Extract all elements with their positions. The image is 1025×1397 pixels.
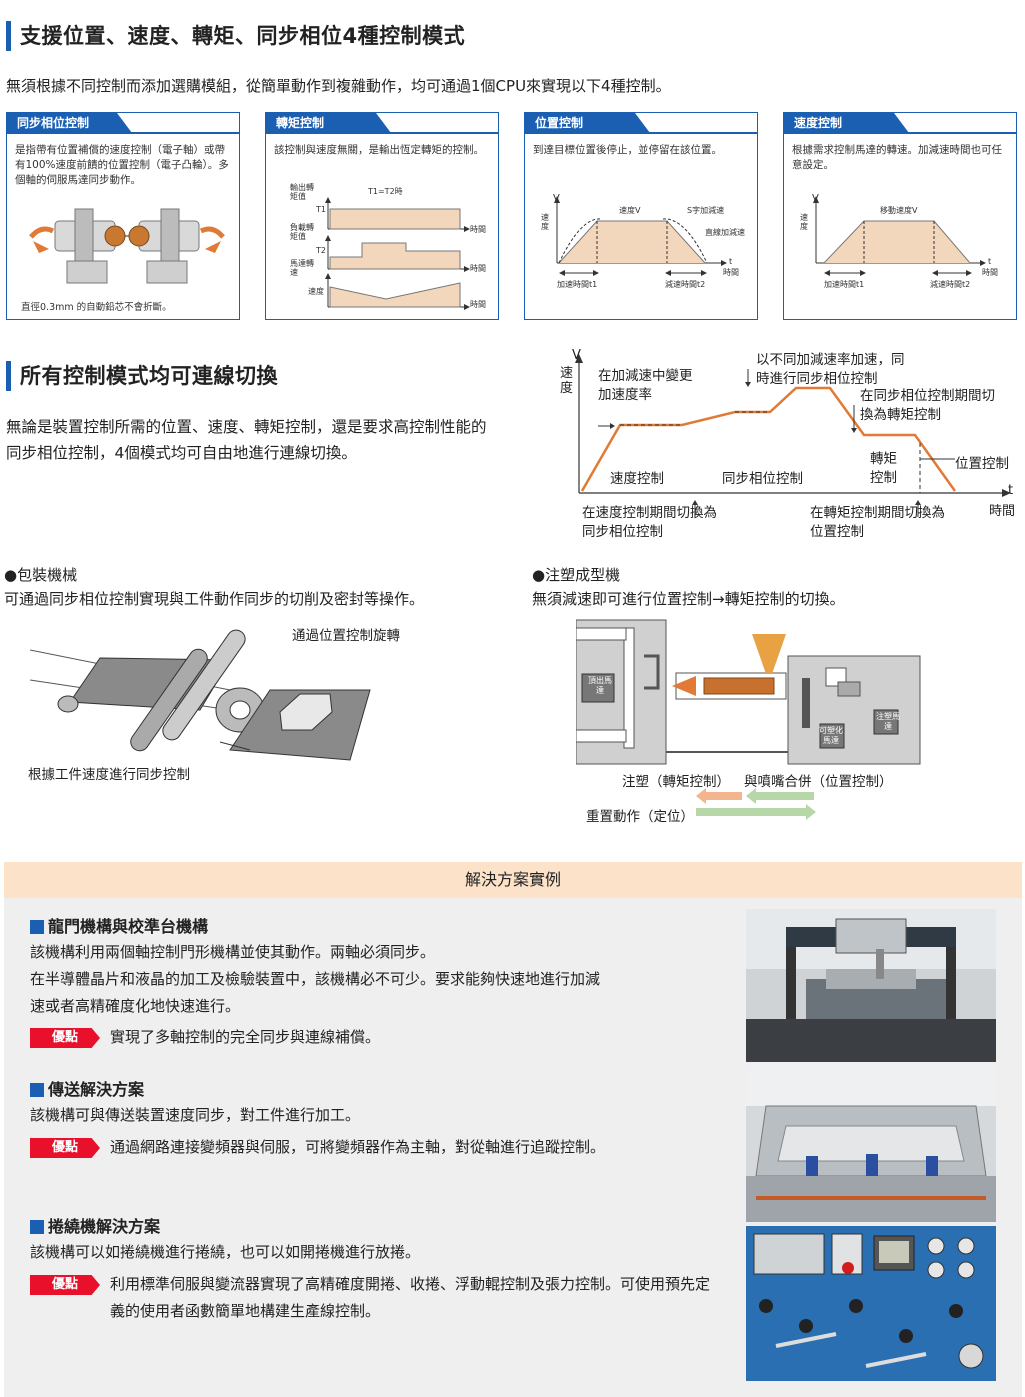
label-s-curve: S字加減速	[687, 206, 725, 215]
label-t1t2: T1=T2時	[368, 187, 403, 196]
graph-ann-sync: 以不同加減速率加速，同時進行同步相位控制	[756, 352, 905, 387]
label-dec: 減速時間t2	[930, 280, 971, 289]
label-speed-v: 速度V	[619, 206, 641, 215]
mode-box-sync: 同步相位控制 是指帶有位置補償的速度控制（電子軸）或帶有100%速度前饋的位置控…	[6, 112, 240, 320]
advantage-badge: 優點	[30, 1138, 100, 1158]
solution-text: 該機構可與傳送裝置速度同步，對工件進行加工。	[30, 1106, 361, 1124]
mode-box-speed: 速度控制 根據需求控制馬達的轉速。加減速時間也可任意設定。 V 速度 移動速度V…	[783, 112, 1017, 320]
graph-mode-position: 位置控制	[955, 456, 1009, 472]
label-v: V	[553, 193, 560, 204]
sync-motors-illustration	[29, 208, 225, 284]
photo-gantry	[746, 909, 996, 1062]
mode-switch-graph	[575, 354, 1011, 517]
injection-cap-reset: 重置動作（定位）	[586, 809, 694, 825]
label-time: 時間	[470, 264, 486, 273]
packaging-title: ●包裝機械	[4, 566, 78, 584]
label-time: 時間	[470, 300, 486, 309]
graph-ann-torque: 在同步相位控制期間切換為轉矩控制	[860, 388, 995, 423]
section-title-online-switch: 所有控制模式均可連線切換	[6, 361, 278, 391]
solution-title-conveyor: 傳送解決方案	[30, 1079, 144, 1101]
mode-box-title: 轉矩控制	[266, 113, 391, 133]
label-acc: 加速時間t1	[557, 280, 598, 289]
graph-ann-torque-to-pos: 在轉矩控制期間切換為位置控制	[810, 505, 945, 540]
injection-cap-torque: 注塑（轉矩控制）	[622, 774, 730, 790]
label-t: t	[729, 257, 733, 266]
label-load-torque: 負載轉矩值	[290, 223, 314, 241]
graph-v-label: V	[572, 348, 581, 363]
sync-note: 直徑0.3mm 的自動鉛芯不會折斷。	[21, 302, 172, 313]
advantage-text: 利用標準伺服與變流器實現了高精確度開捲、收捲、浮動輥控制及張力控制。可使用預先定…	[110, 1275, 711, 1320]
mode-box-desc: 該控制與速度無關，是輸出恆定轉矩的控制。	[274, 144, 484, 156]
label-linear: 直線加減速	[705, 228, 745, 237]
solution-text: 該機構利用兩個軸控制門形機構並使其動作。兩軸必須同步。	[30, 943, 436, 961]
advantage-text: 通過網路連接變頻器與伺服，可將變頻器作為主軸，對從軸進行追蹤控制。	[110, 1138, 606, 1156]
eject-motor-label: 頂出馬達	[588, 676, 612, 695]
mode-box-desc: 是指帶有位置補償的速度控制（電子軸）或帶有100%速度前饋的位置控制（電子凸輪）…	[15, 144, 229, 186]
injection-cap-position: 與噴嘴合併（位置控制）	[744, 774, 893, 790]
mode-box-title: 位置控制	[525, 113, 650, 133]
advantage-text: 實現了多軸控制的完全同步與連線補償。	[110, 1028, 381, 1046]
graph-mode-torque: 轉矩控制	[870, 451, 897, 486]
graph-ann-acc-change: 在加減速中變更加速度率	[598, 368, 693, 403]
label-out-torque: 輸出轉矩值	[290, 183, 314, 201]
label-speed-axis: 速度	[800, 213, 808, 231]
injection-desc: 無須減速即可進行位置控制→轉矩控制的切換。	[532, 590, 845, 608]
packaging-desc: 可通過同步相位控制實現與工件動作同步的切削及密封等操作。	[4, 590, 425, 608]
photo-conveyor	[746, 1066, 996, 1222]
position-chart	[554, 196, 727, 276]
intro-text: 無須根據不同控制而添加選購模組，從簡單動作到複雜動作，均可通過1個CPU來實現以…	[6, 77, 671, 95]
label-motor-speed: 馬達轉速	[290, 259, 314, 277]
packaging-label-top: 通過位置控制旋轉	[292, 628, 400, 644]
solution-title-winder: 捲繞機解決方案	[30, 1216, 160, 1238]
torque-chart	[325, 197, 470, 310]
packaging-label-bottom: 根據工件速度進行同步控制	[28, 767, 190, 783]
advantage-badge: 優點	[30, 1028, 100, 1048]
graph-speed-label: 速度	[560, 366, 574, 396]
graph-t-label: t	[1008, 483, 1014, 498]
mode-box-desc: 到達目標位置後停止，並停留在該位置。	[533, 144, 722, 156]
solution-title-gantry: 龍門機構與校準台機構	[30, 916, 208, 938]
solution-text: 該機構可以如捲繞機進行捲繞，也可以如開捲機進行放捲。	[30, 1243, 421, 1261]
online-switch-desc: 無論是裝置控制所需的位置、速度、轉矩控制，還是要求高控制性能的同步相位控制，4個…	[6, 418, 487, 462]
label-time: 時間	[982, 268, 998, 277]
mode-box-title: 同步相位控制	[7, 113, 132, 133]
mode-box-desc: 根據需求控制馬達的轉速。加減速時間也可任意設定。	[792, 144, 1002, 171]
label-speed-axis: 速度	[541, 213, 549, 231]
label-speed: 速度	[308, 287, 324, 296]
section-title-control-modes: 支援位置、速度、轉矩、同步相位4種控制模式	[6, 21, 465, 51]
label-t1: T1	[316, 205, 326, 214]
label-t2: T2	[316, 246, 326, 255]
photo-winder	[746, 1226, 996, 1381]
inject-motor-label: 注塑馬達	[876, 712, 900, 731]
speed-chart	[813, 196, 986, 276]
label-time: 時間	[723, 268, 739, 277]
label-acc: 加速時間t1	[824, 280, 865, 289]
graph-ann-speed-to-sync: 在速度控制期間切換為同步相位控制	[582, 505, 717, 540]
label-time: 時間	[470, 225, 486, 234]
label-dec: 減速時間t2	[665, 280, 706, 289]
mode-box-title: 速度控制	[784, 113, 909, 133]
solution-text: 速或者高精確度化地快速進行。	[30, 997, 241, 1015]
graph-time-label: 時間	[989, 504, 1016, 519]
label-move-v: 移動速度V	[880, 206, 918, 215]
label-t: t	[988, 257, 992, 266]
mode-box-position: 位置控制 到達目標位置後停止，並停留在該位置。 V 速度 速度V S字加減速 直…	[524, 112, 758, 320]
solutions-banner: 解決方案實例	[4, 862, 1022, 898]
injection-arrows	[696, 788, 816, 820]
graph-mode-sync: 同步相位控制	[722, 471, 803, 487]
label-v: V	[812, 193, 819, 204]
injection-illustration	[576, 619, 921, 765]
mode-box-torque: 轉矩控制 該控制與速度無關，是輸出恆定轉矩的控制。 輸出轉矩值 T1 T1=T2…	[265, 112, 499, 320]
injection-title: ●注塑成型機	[532, 566, 621, 584]
solution-text: 在半導體晶片和液晶的加工及檢驗裝置中，該機構必不可少。要求能夠快速地進行加減	[30, 970, 601, 988]
packaging-illustration	[30, 629, 371, 761]
advantage-badge: 優點	[30, 1275, 100, 1295]
variable-motor-label: 可塑化馬達	[819, 726, 843, 745]
graph-mode-speed: 速度控制	[610, 471, 664, 487]
